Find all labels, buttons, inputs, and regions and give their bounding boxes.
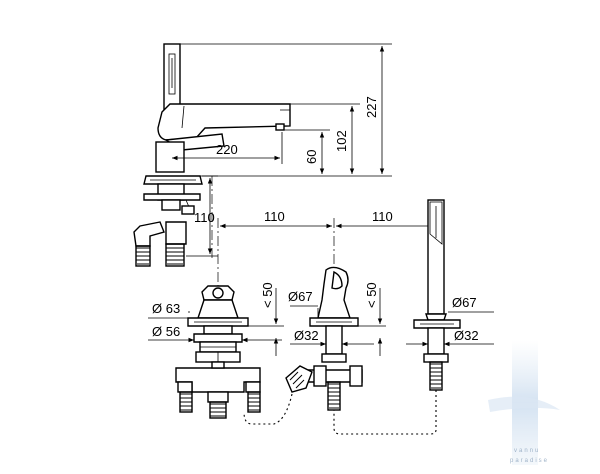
dim-outlet-height-label: 60 [304, 150, 319, 164]
dim-below-deck-label: 110 [194, 210, 215, 225]
dim-outlet-height: 60 [284, 129, 330, 174]
dim-spacing: 110 110 [220, 209, 436, 229]
dim-overall-height: 227 [180, 43, 392, 177]
dim-shower-shank: Ø32 [406, 328, 494, 347]
dim-spout-height-label: 102 [334, 130, 349, 152]
dim-spout-clearance: < 50 [358, 282, 386, 356]
dim-shower-base: Ø67 [448, 295, 494, 313]
dim-spout-shank-label: Ø32 [294, 328, 319, 343]
dim-mixer-rose: Ø 63 [148, 301, 248, 319]
dim-spout-clearance-label: < 50 [364, 282, 379, 308]
hose-connections [243, 390, 437, 435]
dim-spout-height: 102 [290, 103, 360, 174]
dim-mixer-rose-label: Ø 63 [152, 301, 180, 316]
dim-mixer-clearance-label: < 50 [260, 282, 275, 308]
dim-mixer-clearance: < 50 [248, 282, 284, 356]
dim-spout-reach: 220 [172, 132, 283, 164]
mixer-valve [175, 285, 261, 419]
watermark-line2: paradise [510, 458, 549, 464]
dim-mixer-flange-label: Ø 56 [152, 324, 180, 339]
dim-spout-reach-label: 220 [216, 142, 238, 157]
dim-spout-base: Ø67 [288, 289, 319, 318]
dim-shower-base-label: Ø67 [452, 295, 477, 310]
dim-shower-shank-label: Ø32 [454, 328, 479, 343]
dim-below-deck: 110 [186, 175, 218, 257]
watermark-line1: vannu [514, 448, 540, 454]
dim-spacing-right-label: 110 [372, 209, 393, 224]
side-view-faucet [133, 43, 291, 267]
dim-spacing-left-label: 110 [264, 209, 285, 224]
dim-spout-base-label: Ø67 [288, 289, 313, 304]
dim-overall-height-label: 227 [364, 96, 379, 118]
dim-spout-shank: Ø32 [290, 328, 374, 347]
bath-spout [285, 266, 363, 411]
hand-shower [413, 199, 461, 391]
watermark-logo: vannu paradise [488, 340, 560, 465]
